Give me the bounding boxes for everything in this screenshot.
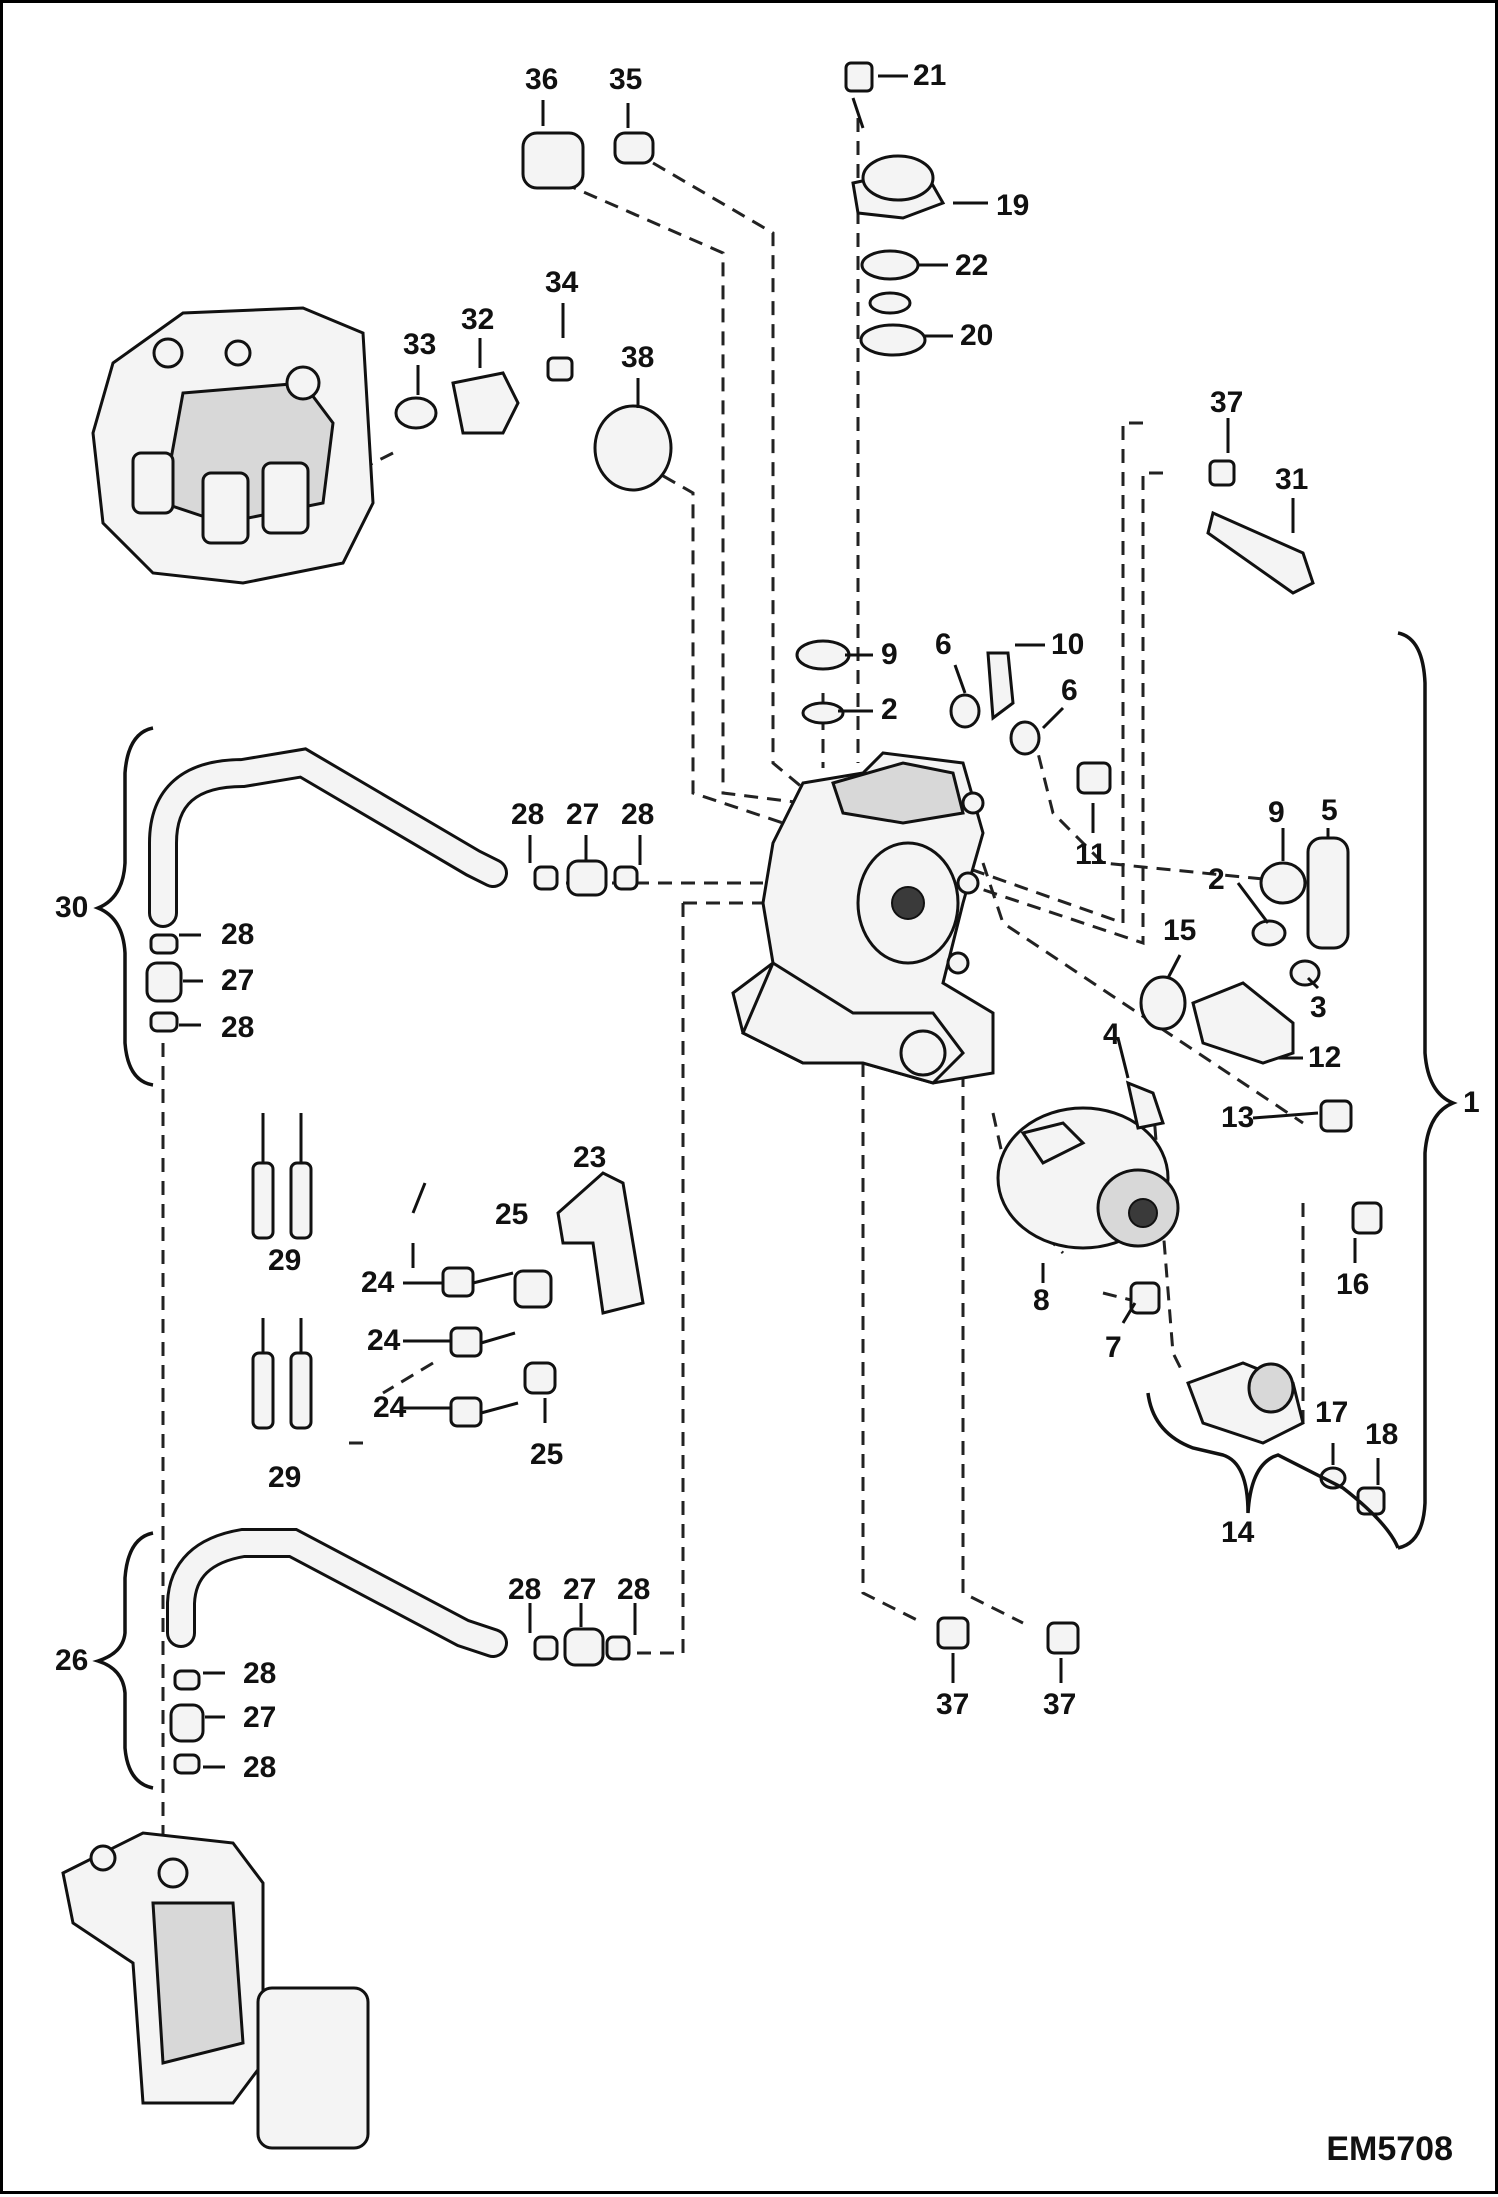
callout-19: 19 [996,189,1030,222]
callout-35: 35 [609,63,643,96]
callout-24-c: 24 [373,1391,407,1424]
callout-36: 36 [525,63,559,96]
callout-12: 12 [1308,1041,1342,1074]
callout-15: 15 [1163,914,1197,947]
callout-30: 30 [55,891,89,924]
callout-21: 21 [913,59,947,92]
callout-28-h: 28 [243,1751,277,1784]
callout-23: 23 [573,1141,607,1174]
callout-9-right: 9 [1268,796,1285,829]
callout-33: 33 [403,328,437,361]
callout-17: 17 [1315,1396,1349,1429]
drawing-code: EM5708 [1326,2130,1453,2168]
callout-4: 4 [1103,1018,1120,1051]
callout-28-e: 28 [508,1573,542,1606]
callout-27-c: 27 [563,1573,597,1606]
callout-37-bottom-right: 37 [1043,1688,1077,1721]
callout-34: 34 [545,266,579,299]
callout-27-d: 27 [243,1701,277,1734]
callout-20: 20 [960,319,994,352]
callout-6-right: 6 [1061,674,1078,707]
engine-block-upper-illustration [91,306,375,585]
callout-28-d: 28 [221,1011,255,1044]
callout-24-b: 24 [367,1324,401,1357]
callout-9-top: 9 [881,638,898,671]
callout-7: 7 [1105,1331,1122,1364]
group-braces [92,631,1458,1790]
callout-24-a: 24 [361,1266,395,1299]
callout-13: 13 [1221,1101,1255,1134]
callout-38: 38 [621,341,655,374]
callout-22: 22 [955,249,989,282]
hose-clamps-illustration [145,859,639,1775]
callout-28-b: 28 [621,798,655,831]
callout-29-a: 29 [268,1244,302,1277]
callout-10: 10 [1051,628,1085,661]
callout-28-f: 28 [617,1573,651,1606]
callout-11: 11 [1075,838,1107,871]
callout-25-top: 25 [495,1198,529,1231]
exploded-parts-drawing [61,61,1458,2150]
callout-27-a: 27 [566,798,600,831]
callout-14: 14 [1221,1516,1255,1549]
callout-5: 5 [1321,794,1338,827]
callout-3: 3 [1310,991,1327,1024]
callout-37-top: 37 [1210,386,1244,419]
callout-29-b: 29 [268,1461,302,1494]
callout-6-left: 6 [935,628,952,661]
small-parts-illustration [251,61,1386,1655]
callout-37-bottom-left: 37 [936,1688,970,1721]
hose-26-illustration [166,1528,508,1658]
callout-25-bottom: 25 [530,1438,564,1471]
hose-30-illustration [148,747,508,928]
water-pump-housing-illustration [731,751,995,1085]
callout-28-g: 28 [243,1657,277,1690]
callout-31: 31 [1275,463,1309,496]
callout-32: 32 [461,303,495,336]
callout-leaders [179,74,1380,1769]
callout-27-b: 27 [221,964,255,997]
housing-12-illustration [1191,981,1295,1065]
housing-14-illustration [1186,1361,1305,1445]
callout-16: 16 [1336,1268,1370,1301]
callout-2-right: 2 [1208,863,1225,896]
water-pump-illustration [996,1106,1180,1250]
callout-28-c: 28 [221,918,255,951]
callout-26: 26 [55,1644,89,1677]
callout-8: 8 [1033,1284,1050,1317]
callout-28-a: 28 [511,798,545,831]
callout-18: 18 [1365,1418,1399,1451]
callout-2-top: 2 [881,693,898,726]
callout-1: 1 [1463,1086,1480,1119]
engine-block-lower-illustration [61,1831,370,2150]
